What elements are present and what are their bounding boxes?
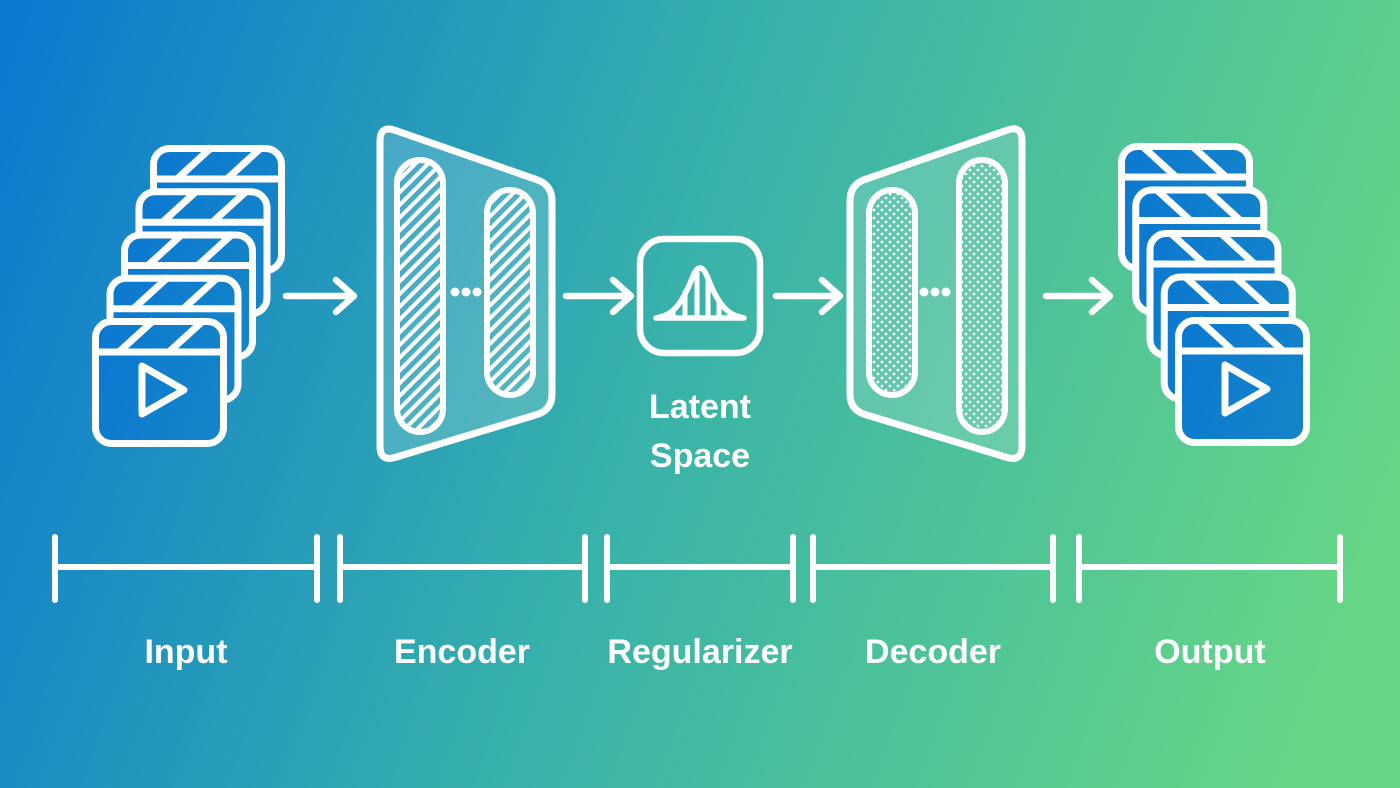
ruler-segment-input xyxy=(52,534,320,603)
normal-distribution-icon xyxy=(653,265,747,321)
input-front-card xyxy=(96,320,224,444)
decoder-block xyxy=(846,125,1026,462)
ruler-segment-output xyxy=(1076,534,1343,603)
ellipsis-icon xyxy=(919,287,951,297)
output-front-card xyxy=(1179,319,1307,443)
stage-label-output: Output xyxy=(1154,633,1265,671)
arrow-right-icon xyxy=(282,276,358,316)
latent-space-label-line1: Latent xyxy=(649,388,751,426)
decoder-layer-capsule xyxy=(866,187,918,398)
play-icon xyxy=(138,362,188,418)
stage-labels: Input Encoder Regularizer Decoder Output xyxy=(144,633,1265,671)
decoder-layer-capsule xyxy=(956,157,1008,435)
stage-label-decoder: Decoder xyxy=(865,633,1001,671)
input-video-stack xyxy=(96,147,282,444)
play-icon xyxy=(1221,361,1271,417)
arrow-right-icon xyxy=(562,276,635,316)
arrow-right-icon xyxy=(772,276,844,316)
clapperboard-icon xyxy=(96,320,224,444)
ruler-segment-regularizer xyxy=(604,534,796,603)
stage-ruler xyxy=(52,534,1343,603)
arrow-right-icon xyxy=(1042,276,1114,316)
ruler-segment-decoder xyxy=(810,534,1056,603)
ellipsis-icon xyxy=(450,287,482,297)
ruler-segment-encoder xyxy=(337,534,588,603)
latent-space-box xyxy=(636,235,764,357)
latent-space-block: Latent Space xyxy=(636,235,764,475)
stage-label-regularizer: Regularizer xyxy=(607,633,792,671)
encoder-layer-capsule xyxy=(394,157,446,435)
output-video-stack xyxy=(1122,145,1307,443)
stage-label-input: Input xyxy=(144,633,227,671)
encoder-layer-capsule xyxy=(484,187,536,398)
clapperboard-icon xyxy=(1179,319,1307,443)
latent-space-label-line2: Space xyxy=(650,437,750,475)
stage-label-encoder: Encoder xyxy=(394,633,530,671)
encoder-block xyxy=(376,125,556,462)
